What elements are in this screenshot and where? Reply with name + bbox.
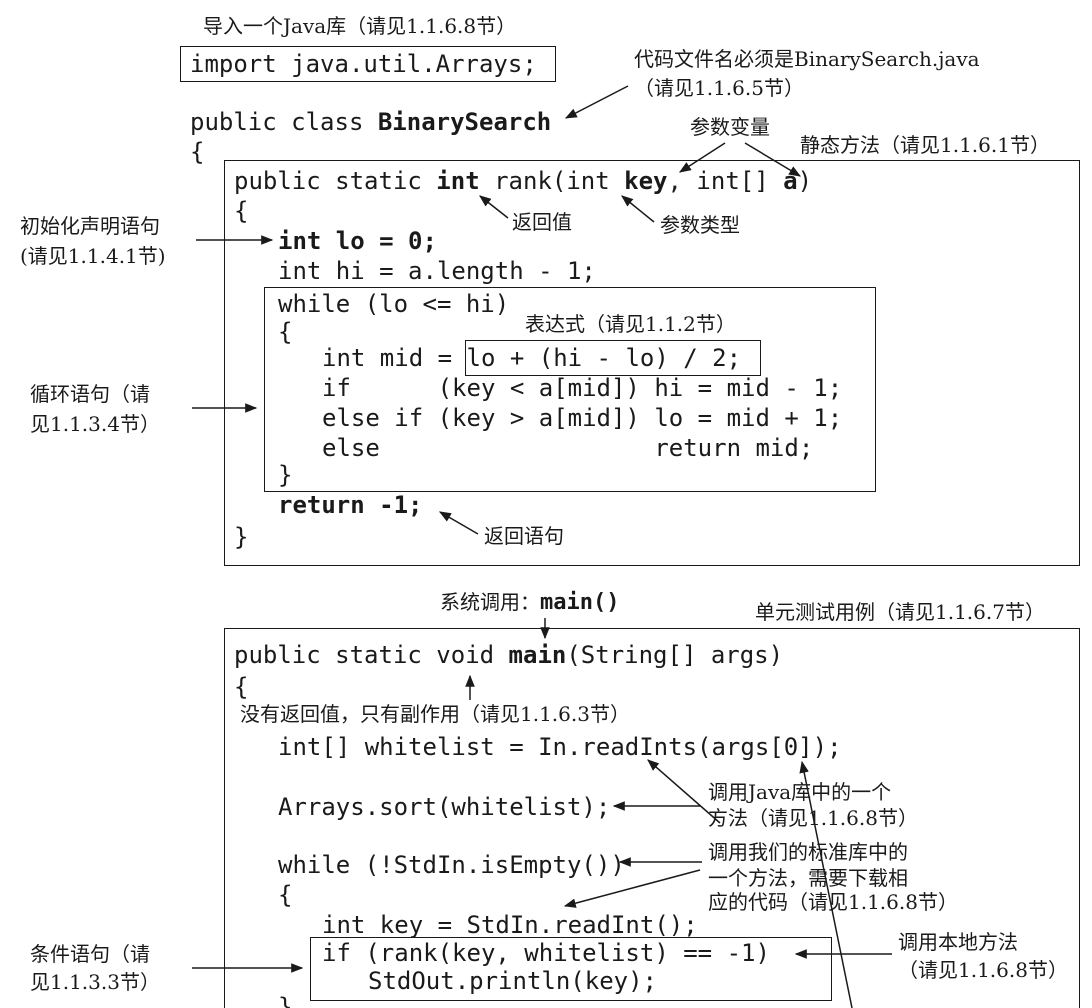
arrow-java-to-readints <box>647 759 721 824</box>
annotation-system-call: 系统调用：main() <box>440 590 619 615</box>
system-call-label: 系统调用： <box>440 590 540 614</box>
annotation-return-statement: 返回语句 <box>484 524 564 548</box>
annotation-return-value: 返回值 <box>512 210 572 234</box>
code-main-modifiers: public static void <box>234 641 509 669</box>
code-main-name: main <box>508 641 567 669</box>
code-main-args: (String[] args) <box>566 641 784 669</box>
code-rank-open-brace: { <box>234 197 249 225</box>
code-return-negative: return -1; <box>278 491 423 519</box>
annotation-call-local-line1: 调用本地方法 <box>898 930 1018 954</box>
code-stdin-while: while (!StdIn.isEmpty()) <box>278 851 625 879</box>
code-if-rank-line: if (rank(key, whitelist) == -1) <box>322 939 770 967</box>
code-mid-line: int mid = lo + (hi - lo) / 2; <box>322 343 741 373</box>
arrow-param-var-a <box>744 142 802 177</box>
arrow-param-type <box>621 195 655 223</box>
code-while-close-brace: } <box>278 461 293 489</box>
code-rank-close-paren: ) <box>797 167 813 195</box>
code-rank-return-type: int <box>436 167 480 195</box>
annotation-import-library: 导入一个Java库（请见1.1.6.8节） <box>203 14 517 38</box>
code-rank-array-type: , int[] <box>667 167 784 195</box>
annotation-init-decl-line2: (请见1.1.4.1节) <box>20 244 166 268</box>
code-mid-expression: lo + (hi - lo) / 2; <box>466 344 742 372</box>
arrow-param-var-key <box>678 142 726 173</box>
annotation-conditional-line1: 条件语句（请 <box>30 942 150 966</box>
code-mid-declaration: int mid = <box>322 344 467 372</box>
code-rank-signature: public static int rank(int key, int[] a) <box>234 166 812 196</box>
code-stdin-open-brace: { <box>278 881 293 909</box>
annotation-loop-line2: 见1.1.3.4节） <box>30 412 160 436</box>
code-main-open-brace: { <box>234 673 249 701</box>
annotation-filename-line2: （请见1.1.6.5节） <box>634 76 804 100</box>
arrow-std-to-readints <box>799 760 853 1008</box>
annotation-loop-line1: 循环语句（请 <box>30 382 150 406</box>
annotation-static-method: 静态方法（请见1.1.6.1节） <box>800 133 1050 157</box>
if-rank-box <box>310 937 832 1001</box>
annotation-call-java-line1: 调用Java库中的一个 <box>708 780 892 804</box>
code-sort-line: Arrays.sort(whitelist); <box>278 793 611 821</box>
code-key-line: int key = StdIn.readInt(); <box>322 911 698 939</box>
annotation-param-vars: 参数变量 <box>690 115 770 139</box>
code-main-signature: public static void main(String[] args) <box>234 640 783 670</box>
annotation-expression: 表达式（请见1.1.2节） <box>525 312 736 336</box>
code-while-open-brace: { <box>278 318 293 346</box>
arrow-return-statement <box>438 511 479 535</box>
annotation-conditional-line2: 见1.1.3.3节） <box>30 970 160 994</box>
arrow-std-to-readint <box>563 869 701 908</box>
code-class-header: public class BinarySearch <box>190 107 551 137</box>
annotation-call-std-line1: 调用我们的标准库中的 <box>708 840 908 864</box>
code-inner-close-brace: } <box>278 993 293 1008</box>
rank-method-box <box>224 160 1080 566</box>
code-if-line: if (key < a[mid]) hi = mid - 1; <box>322 374 843 402</box>
code-else-line: else return mid; <box>322 434 814 462</box>
annotation-param-type: 参数类型 <box>660 213 740 237</box>
annotation-call-std-line3: 应的代码（请见1.1.6.8节） <box>708 890 958 914</box>
annotation-no-return: 没有返回值，只有副作用（请见1.1.6.3节） <box>240 702 630 726</box>
code-rank-key-param: key <box>624 167 668 195</box>
code-while-loop: while (lo <= hi) <box>278 290 510 318</box>
code-import: import java.util.Arrays; <box>190 50 537 78</box>
code-class-name: BinarySearch <box>377 108 552 136</box>
code-rank-name: rank(int <box>479 167 625 195</box>
code-rank-close-brace: } <box>234 523 249 551</box>
main-method-box <box>224 628 1080 1008</box>
import-box <box>180 46 556 82</box>
annotation-init-decl-line1: 初始化声明语句 <box>20 214 160 238</box>
while-loop-box <box>264 287 876 492</box>
expression-box <box>465 340 761 376</box>
code-class-keywords: public class <box>190 108 378 136</box>
system-call-code: main() <box>540 590 620 615</box>
code-class-open-brace: { <box>190 138 205 166</box>
arrow-return-value <box>479 195 509 219</box>
annotation-call-local-line2: （请见1.1.6.8节） <box>898 958 1068 982</box>
annotation-unit-test: 单元测试用例（请见1.1.6.7节） <box>755 600 1045 624</box>
annotation-call-std-line2: 一个方法，需要下载相 <box>708 866 908 890</box>
code-else-if-line: else if (key > a[mid]) lo = mid + 1; <box>322 404 843 432</box>
code-whitelist-line: int[] whitelist = In.readInts(args[0]); <box>278 733 842 761</box>
code-rank-modifiers: public static <box>234 167 437 195</box>
code-hi-declaration: int hi = a.length - 1; <box>278 257 596 285</box>
code-lo-declaration: int lo = 0; <box>278 227 437 255</box>
code-println-line: StdOut.println(key); <box>368 967 657 995</box>
annotation-filename-line1: 代码文件名必须是BinarySearch.java <box>634 47 980 71</box>
arrow-filename-to-class <box>564 85 629 119</box>
